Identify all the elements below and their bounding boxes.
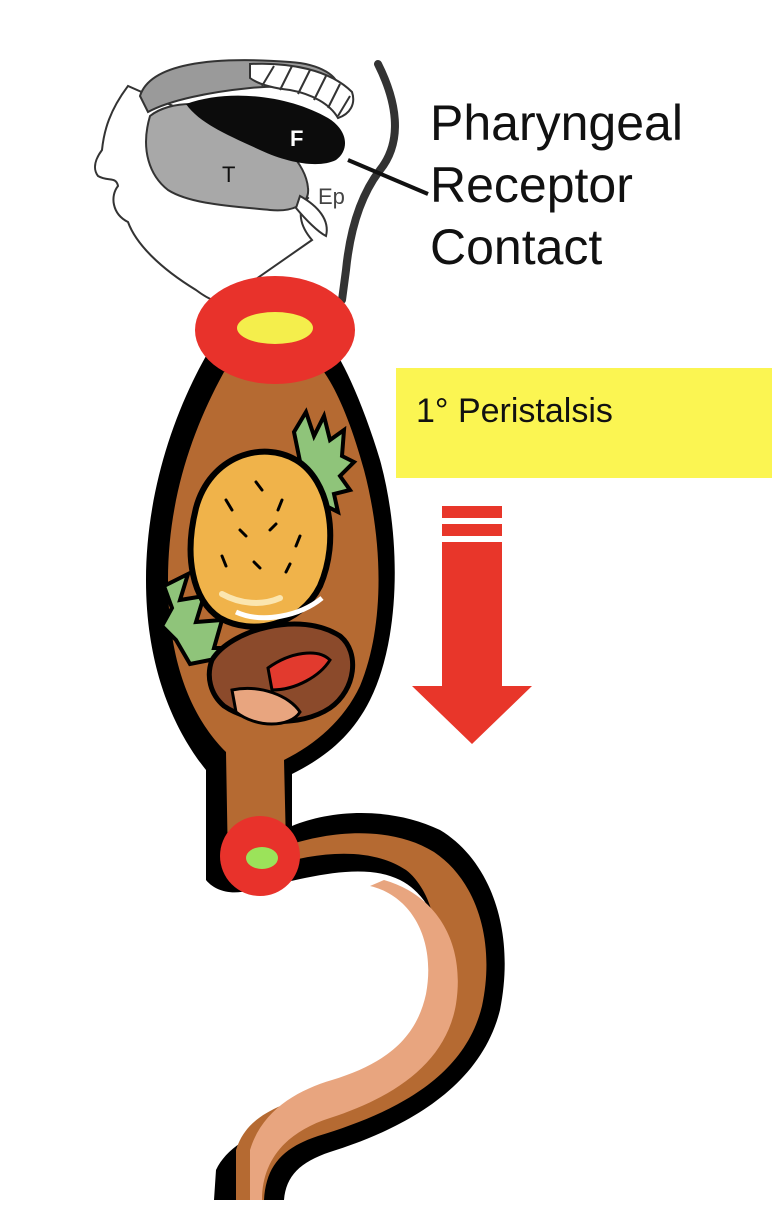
annotation-leader-line — [347, 158, 429, 196]
arrow-stripe-2 — [442, 524, 502, 536]
arrow-stripe-1 — [442, 506, 502, 518]
cheese-edge — [234, 596, 324, 621]
label-line-2: Receptor — [430, 157, 633, 213]
sesame-seeds — [220, 480, 302, 574]
pharyngeal-bolus — [186, 95, 346, 165]
peristalsis-label-box: 1° Peristalsis — [396, 368, 772, 478]
upper-esophageal-sphincter — [195, 276, 355, 384]
pharyngeal-receptor-contact-label: Pharyngeal Receptor Contact — [430, 92, 683, 278]
lower-esophageal-sphincter — [220, 816, 300, 896]
lower-sphincter-opening — [246, 847, 278, 869]
stomach-highlight — [250, 880, 458, 1200]
tomato — [266, 651, 332, 692]
arrow-head — [412, 686, 532, 744]
pharyngeal-wall — [338, 60, 399, 304]
label-line-1: Pharyngeal — [430, 95, 683, 151]
label-line-3: Contact — [430, 219, 603, 275]
label-t: T — [222, 162, 235, 187]
pharynx-cross-section-icon: F T Ep — [94, 59, 399, 304]
upper-sphincter-opening — [237, 312, 313, 344]
top-bun — [187, 448, 334, 630]
bun-shine — [219, 591, 283, 606]
label-ep: Ep — [318, 184, 345, 209]
bottom-bun — [230, 687, 302, 726]
epiglottis — [294, 194, 328, 238]
down-arrow-icon — [412, 506, 532, 744]
peristalsis-label: 1° Peristalsis — [416, 392, 613, 430]
hamburger-bolus-icon — [159, 407, 358, 726]
arrow-shaft — [442, 542, 502, 686]
label-f: F — [290, 126, 303, 151]
soft-palate — [249, 62, 355, 120]
soft-palate-hatching — [261, 65, 351, 117]
